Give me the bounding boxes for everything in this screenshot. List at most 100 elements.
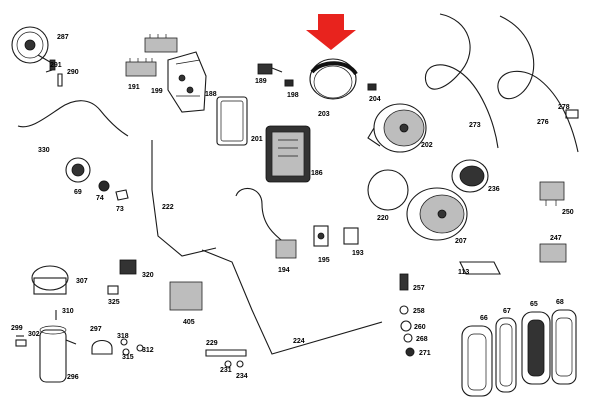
- part-188-fusebox[interactable]: [167, 51, 207, 113]
- arrow-down-icon: [306, 14, 356, 50]
- part-69-switch[interactable]: [65, 157, 91, 183]
- part-236-gauge[interactable]: [451, 159, 489, 193]
- part-297-clamp[interactable]: [91, 339, 113, 355]
- part-195-switch[interactable]: [313, 225, 329, 247]
- label-273: 273: [469, 122, 481, 129]
- label-65: 65: [530, 301, 538, 308]
- part-68-lens[interactable]: [551, 309, 577, 385]
- label-320: 320: [142, 272, 154, 279]
- label-231: 231: [220, 367, 232, 374]
- part-296-coil[interactable]: [39, 325, 77, 383]
- label-199: 199: [151, 88, 163, 95]
- label-194: 194: [278, 267, 290, 274]
- label-73: 73: [116, 206, 124, 213]
- label-207: 207: [455, 238, 467, 245]
- part-276-cable[interactable]: [497, 15, 579, 153]
- part-307-unit[interactable]: [31, 265, 69, 295]
- label-247: 247: [550, 235, 562, 242]
- label-68: 68: [556, 299, 564, 306]
- label-236: 236: [488, 186, 500, 193]
- part-302-clip[interactable]: [15, 339, 27, 347]
- part-234-screw[interactable]: [236, 360, 244, 368]
- part-198-clip[interactable]: [284, 79, 294, 87]
- label-186: 186: [311, 170, 323, 177]
- part-193-switch[interactable]: [343, 227, 359, 245]
- label-291: 291: [50, 62, 62, 69]
- part-291-bolt[interactable]: [49, 59, 56, 71]
- label-224: 224: [293, 338, 305, 345]
- part-67-lens[interactable]: [495, 317, 517, 393]
- part-250-relay[interactable]: [539, 181, 565, 206]
- part-186-instrument[interactable]: [265, 125, 311, 183]
- part-73-knob[interactable]: [115, 189, 129, 201]
- label-188: 188: [205, 91, 217, 98]
- part-203-bezel-ring[interactable]: [309, 58, 358, 100]
- part-189-plug[interactable]: [257, 63, 283, 75]
- part-207-gauge[interactable]: [406, 187, 468, 241]
- part-315-nut[interactable]: [122, 348, 130, 356]
- part-290-bolt[interactable]: [57, 73, 63, 87]
- label-312: 312: [142, 347, 154, 354]
- label-296: 296: [67, 374, 79, 381]
- part-224-rod[interactable]: [201, 249, 383, 355]
- part-247-relay[interactable]: [539, 243, 567, 263]
- part-229-bracket[interactable]: [205, 349, 247, 357]
- label-198: 198: [287, 92, 299, 99]
- label-67: 67: [503, 308, 511, 315]
- part-273-cable[interactable]: [424, 13, 499, 149]
- part-271-nut[interactable]: [405, 347, 415, 357]
- label-318: 318: [117, 333, 129, 340]
- label-229: 229: [206, 340, 218, 347]
- label-220: 220: [377, 215, 389, 222]
- part-201-glass[interactable]: [216, 96, 248, 146]
- label-66: 66: [480, 315, 488, 322]
- part-65-lens[interactable]: [521, 311, 551, 385]
- part-204-clip[interactable]: [367, 83, 377, 91]
- label-268: 268: [416, 336, 428, 343]
- label-193: 193: [352, 250, 364, 257]
- part-202-gauge[interactable]: [367, 103, 427, 153]
- part-268-washer[interactable]: [403, 333, 413, 343]
- label-202: 202: [421, 142, 433, 149]
- label-297: 297: [90, 326, 102, 333]
- label-250: 250: [562, 209, 574, 216]
- label-195: 195: [318, 257, 330, 264]
- part-222-tube[interactable]: [151, 140, 217, 257]
- part-74-knob[interactable]: [98, 180, 110, 192]
- label-315: 315: [122, 354, 134, 361]
- label-325: 325: [108, 299, 120, 306]
- label-189: 189: [255, 78, 267, 85]
- label-278: 278: [558, 104, 570, 111]
- part-312-nut[interactable]: [136, 344, 144, 352]
- label-260: 260: [414, 324, 426, 331]
- part-231-screw[interactable]: [224, 360, 232, 368]
- part-278-clip[interactable]: [565, 109, 579, 119]
- part-405-relay[interactable]: [169, 281, 203, 311]
- label-405: 405: [183, 319, 195, 326]
- label-290: 290: [67, 69, 79, 76]
- label-299: 299: [11, 325, 23, 332]
- part-66-lens[interactable]: [461, 325, 493, 397]
- part-260-washer[interactable]: [400, 320, 412, 332]
- part-330-cable[interactable]: [17, 100, 129, 137]
- label-204: 204: [369, 96, 381, 103]
- label-307: 307: [76, 278, 88, 285]
- part-194-sender[interactable]: [235, 187, 297, 259]
- label-271: 271: [419, 350, 431, 357]
- part-287-horn[interactable]: [11, 26, 53, 73]
- part-318-nut[interactable]: [120, 338, 128, 346]
- label-310: 310: [62, 308, 74, 315]
- label-222: 222: [162, 204, 174, 211]
- label-257: 257: [413, 285, 425, 292]
- part-257-sender[interactable]: [399, 273, 409, 291]
- label-330: 330: [38, 147, 50, 154]
- part-320-plug[interactable]: [119, 259, 137, 275]
- part-258-washer[interactable]: [399, 305, 409, 315]
- part-220-ring[interactable]: [367, 169, 409, 211]
- part-325-plug[interactable]: [107, 285, 119, 295]
- part-199-relay[interactable]: [144, 34, 178, 53]
- label-302: 302: [28, 331, 40, 338]
- part-191-relay[interactable]: [125, 58, 157, 77]
- label-276: 276: [537, 119, 549, 126]
- part-113-bracket[interactable]: [459, 261, 501, 275]
